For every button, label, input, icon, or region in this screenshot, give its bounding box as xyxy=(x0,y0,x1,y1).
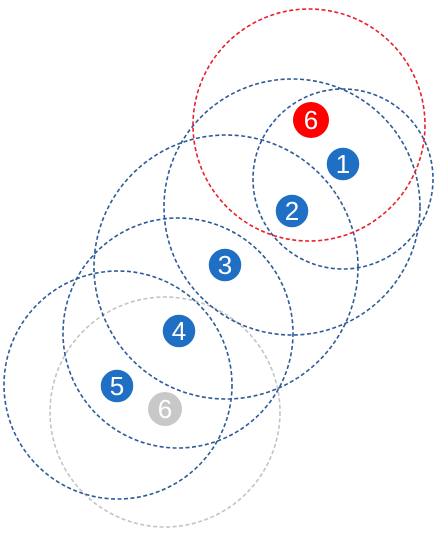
svg-text:4: 4 xyxy=(172,316,186,346)
coverage-ring-1 xyxy=(252,88,434,270)
svg-text:3: 3 xyxy=(218,250,232,280)
coverage-ring-5 xyxy=(3,270,233,500)
coverage-ring-4 xyxy=(62,217,294,449)
coverage-rings xyxy=(3,8,434,528)
svg-text:2: 2 xyxy=(285,196,299,226)
svg-text:1: 1 xyxy=(336,149,350,179)
node-6-gray: 6 xyxy=(148,392,182,426)
numbered-nodes: 1 2 3 4 5 6 6 xyxy=(99,102,361,426)
node-1: 1 xyxy=(325,146,361,182)
node-2: 2 xyxy=(274,193,310,229)
node-4: 4 xyxy=(161,313,197,349)
coverage-ring-2 xyxy=(163,78,421,336)
node-3: 3 xyxy=(207,247,243,283)
svg-text:6: 6 xyxy=(304,105,318,135)
node-5: 5 xyxy=(99,368,135,404)
coverage-ring-red-6 xyxy=(192,8,426,242)
coverage-ring-gray-6 xyxy=(49,296,281,528)
svg-text:5: 5 xyxy=(110,371,124,401)
svg-text:6: 6 xyxy=(158,394,172,424)
node-6-red: 6 xyxy=(293,102,329,138)
